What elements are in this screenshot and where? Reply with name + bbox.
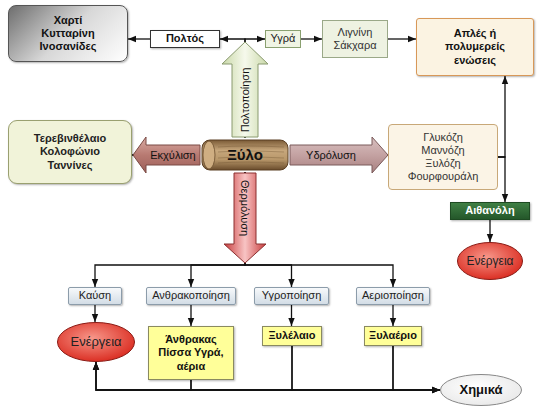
text-group: Ξυλέλαιο — [268, 329, 315, 342]
connector-arrow — [393, 346, 440, 390]
node-text: Χημικά — [460, 382, 503, 398]
log-body — [202, 140, 288, 170]
block-arrow — [290, 137, 388, 173]
node-text: Αιθανόλη — [465, 204, 514, 217]
node-text: Ξυλέλαιο — [268, 329, 315, 342]
node-text: Χαρτί Κυτταρίνη Ινοσανίδες — [40, 14, 97, 54]
connector-arrow — [191, 380, 440, 390]
process-box: Ανθρακοποίηση — [146, 287, 236, 305]
node-text: Υγρά — [271, 32, 296, 45]
process-box: Υγροποίηση — [254, 287, 329, 305]
text-group: Υγρά — [271, 32, 296, 45]
wood-node: Ξύλο — [200, 138, 290, 172]
text-group: Ενέργεια — [70, 334, 121, 350]
connector-arrow — [290, 154, 388, 155]
text-group: Ξυλαέριο — [369, 329, 417, 342]
energy-ellipse: Ενέργεια — [57, 322, 135, 362]
text-group: Γλυκόζη Μαννόζη Ξυλόζη Φουρφουράλη — [408, 131, 479, 184]
node-text: Γλυκόζη Μαννόζη Ξυλόζη Φουρφουράλη — [408, 131, 479, 184]
connector-arrow — [292, 346, 440, 390]
text-group: Πολτός — [166, 32, 204, 45]
node-text: Ανθρακοποίηση — [152, 289, 230, 302]
ellipse-outline — [458, 243, 523, 280]
product-box: Απλές ή πολυμερείς ενώσεις — [416, 18, 534, 76]
connector-arrow — [388, 38, 416, 39]
process-box: Πολτός — [150, 30, 220, 48]
connector-arrow — [498, 157, 505, 202]
node-text: Απλές ή πολυμερείς ενώσεις — [439, 27, 511, 67]
text-group: Ανθρακοποίηση — [152, 289, 230, 302]
text-group: Αεριοποίηση — [362, 289, 424, 302]
node-text: Ξύλο — [227, 146, 263, 164]
text-group: Ξύλο — [227, 146, 263, 164]
connector-arrow — [245, 172, 292, 287]
text-group: Υγροποίηση — [262, 289, 322, 302]
node-text: Ενέργεια — [466, 254, 513, 268]
node-text: Λιγνίνη Σάκχαρα — [333, 26, 376, 52]
product-box: Ξυλαέριο — [364, 326, 422, 346]
text-group: Καύση — [79, 289, 111, 302]
node-text: Ενέργεια — [70, 334, 121, 350]
node-text: Καύση — [79, 289, 111, 302]
text-group: Ενέργεια — [466, 254, 513, 268]
product-box: Αιθανόλη — [450, 202, 530, 220]
text-group: Τερεβινθέλαιο Κολοφώνιο Ταννίνες — [34, 132, 106, 172]
block-arrow — [222, 42, 268, 137]
product-box: Τερεβινθέλαιο Κολοφώνιο Ταννίνες — [8, 120, 132, 184]
node-text: Ξυλαέριο — [369, 329, 417, 342]
connector-arrow — [245, 172, 393, 287]
process-box: Καύση — [68, 287, 122, 305]
product-box: Ξυλέλαιο — [262, 326, 322, 346]
node-text: Υγροποίηση — [262, 289, 322, 302]
log-end — [203, 141, 215, 169]
connector-arrow — [132, 154, 200, 155]
block-arrow — [224, 173, 266, 263]
process-box: Αεριοποίηση — [356, 287, 430, 305]
connector-arrow — [191, 172, 245, 287]
text-group: Χημικά — [460, 382, 503, 398]
energy-ellipse: Ενέργεια — [457, 242, 523, 280]
text-group: Χαρτί Κυτταρίνη Ινοσανίδες — [40, 14, 97, 54]
process-box: Υγρά — [265, 30, 301, 48]
text-group: Άνθρακας Πίσσα Υγρά, αέρια — [158, 333, 224, 373]
ellipse-outline — [58, 323, 135, 362]
connector-arrow — [94, 305, 95, 322]
connector-arrow — [392, 305, 393, 326]
text-group: Απλές ή πολυμερείς ενώσεις — [439, 27, 511, 67]
connector-arrow — [96, 346, 393, 390]
connector-arrow — [498, 76, 505, 157]
connector-arrow — [291, 305, 292, 326]
text-group: Αιθανόλη — [465, 204, 514, 217]
connector-arrow — [489, 220, 490, 242]
text-group: Λιγνίνη Σάκχαρα — [333, 26, 376, 52]
connector-arrow — [301, 38, 322, 39]
connector-arrow — [245, 39, 265, 138]
ellipse-outline — [441, 375, 522, 406]
block-arrow — [133, 137, 200, 173]
product-box: Άνθρακας Πίσσα Υγρά, αέρια — [148, 326, 234, 380]
connector-arrow — [128, 38, 150, 39]
connector-arrow — [220, 39, 245, 138]
connector-arrow — [95, 172, 245, 287]
node-text: Άνθρακας Πίσσα Υγρά, αέρια — [158, 333, 224, 373]
chemicals-ellipse: Χημικά — [440, 374, 522, 406]
node-text: Αεριοποίηση — [362, 289, 424, 302]
product-box: Λιγνίνη Σάκχαρα — [322, 20, 388, 58]
node-text: Πολτός — [166, 32, 204, 45]
node-text: Τερεβινθέλαιο Κολοφώνιο Ταννίνες — [34, 132, 106, 172]
product-box: Γλυκόζη Μαννόζη Ξυλόζη Φουρφουράλη — [388, 124, 498, 190]
product-box: Χαρτί Κυτταρίνη Ινοσανίδες — [8, 5, 128, 62]
connector-arrow — [190, 305, 191, 326]
